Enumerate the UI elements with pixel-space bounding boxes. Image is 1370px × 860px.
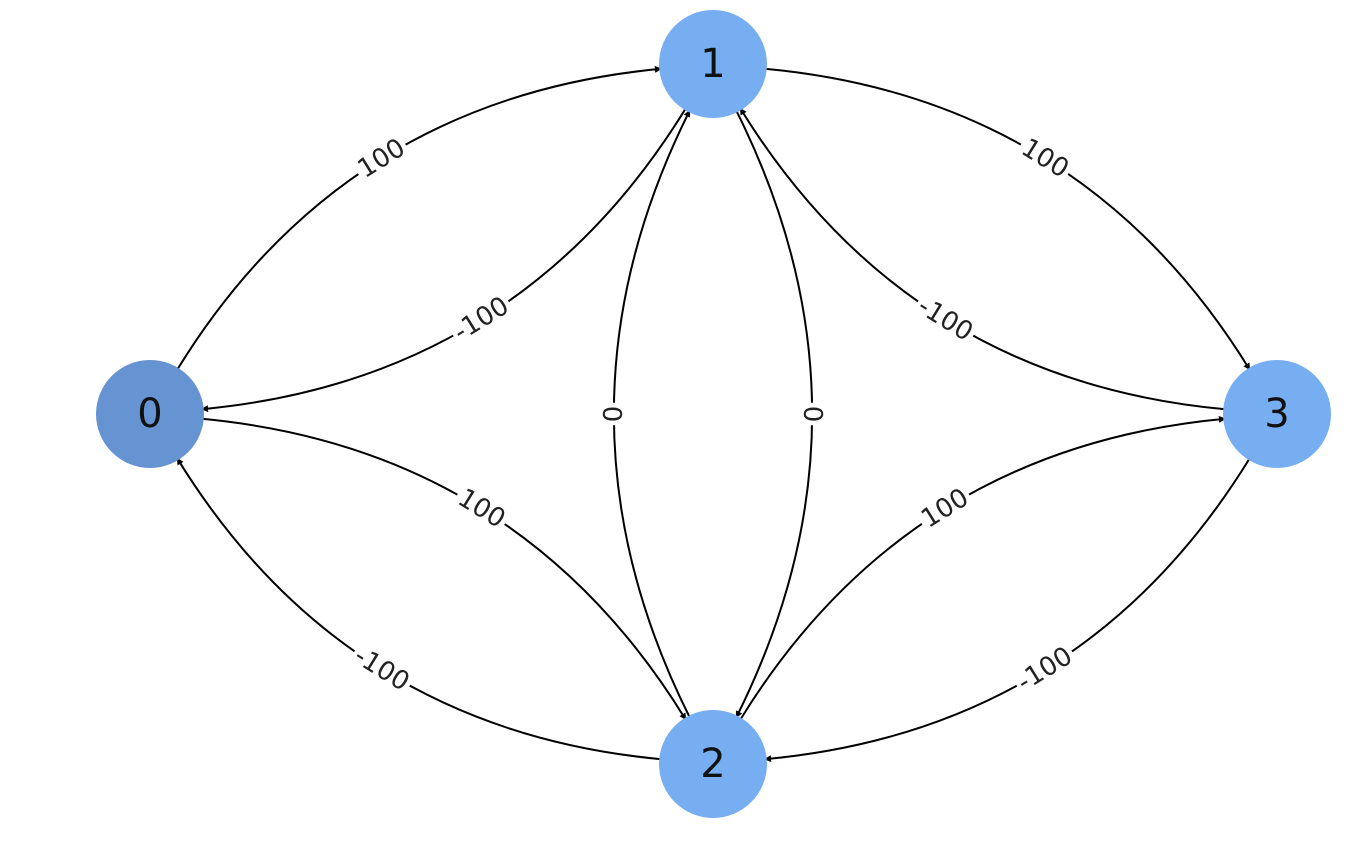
edge-label-background	[909, 288, 982, 351]
edge-label-background	[1008, 638, 1081, 701]
edge-1-to-3	[764, 67, 1251, 371]
node-circle	[1223, 360, 1331, 468]
edge-1-to-0	[201, 107, 687, 413]
edge-label-background	[597, 402, 630, 426]
edge-label-0-to-2: 100	[449, 480, 514, 538]
edge-label-1-to-3: 100	[1012, 130, 1077, 187]
node-2: 2	[659, 710, 767, 818]
node-0: 0	[96, 360, 204, 468]
edge-label-background	[913, 480, 978, 537]
edge-label-background	[445, 288, 518, 351]
node-label: 2	[700, 741, 725, 787]
edge-3-to-1	[739, 107, 1226, 411]
edge-label-1-to-2: 0	[796, 402, 829, 426]
nodes-layer: 0 1 2 3	[96, 10, 1331, 818]
node-label: 1	[700, 41, 725, 87]
node-label: 0	[137, 391, 162, 437]
edge-weight-text: 0	[797, 406, 827, 423]
edge-0-to-2	[201, 417, 687, 721]
edge-2-to-0	[176, 457, 662, 761]
edge-label-background	[345, 638, 418, 701]
node-3: 3	[1223, 360, 1331, 468]
edge-label-2-to-0: -100	[345, 638, 418, 701]
edge-label-2-to-1: 0	[597, 402, 630, 426]
edges-layer	[176, 65, 1251, 763]
node-circle	[659, 10, 767, 118]
edge-label-2-to-3: 100	[913, 480, 978, 537]
edge-label-background	[1012, 130, 1077, 187]
edge-label-background	[796, 402, 829, 426]
edge-2-to-3	[739, 415, 1226, 721]
edge-label-3-to-1: -100	[909, 288, 982, 351]
edge-label-background	[349, 130, 414, 188]
node-label: 3	[1264, 391, 1289, 437]
edge-3-to-2	[764, 457, 1251, 763]
node-1: 1	[659, 10, 767, 118]
node-circle	[96, 360, 204, 468]
edge-label-1-to-0: -100	[445, 288, 518, 351]
edge-label-0-to-1: 100	[349, 130, 414, 188]
edge-0-to-1	[176, 65, 662, 371]
node-circle	[659, 710, 767, 818]
edge-labels-layer: 100 -100 100 -100 100 -100 100 -100 0 0	[345, 130, 1081, 701]
edge-label-background	[449, 480, 514, 538]
edge-label-3-to-2: -100	[1008, 638, 1081, 701]
edge-weight-text: 0	[599, 406, 629, 423]
